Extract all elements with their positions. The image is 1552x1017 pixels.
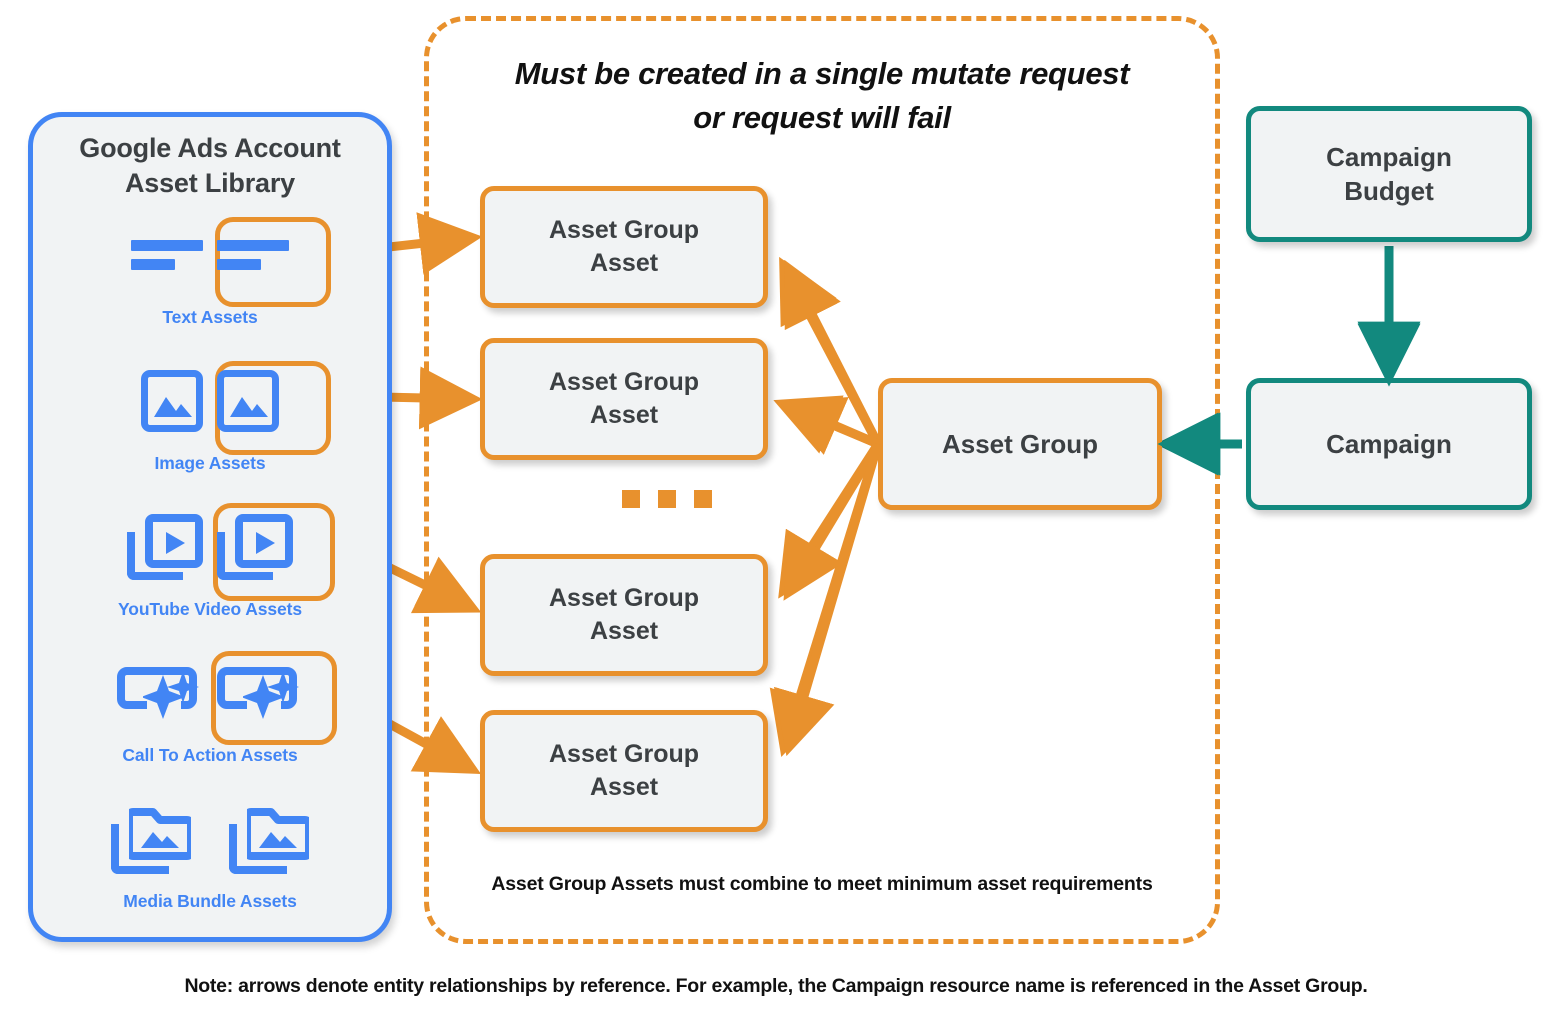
mutate-zone-title-line2: or request will fail xyxy=(693,100,951,136)
aga3-line2: Asset xyxy=(589,617,659,645)
text-asset-icon xyxy=(131,232,203,278)
asset-label-text: Text Assets xyxy=(162,307,258,327)
aga3-line1: Asset Group xyxy=(548,583,700,612)
asset-label-image: Image Assets xyxy=(154,453,266,473)
footer-note: Note: arrows denote entity relationships… xyxy=(184,975,1368,997)
aga1-line2: Asset xyxy=(589,249,659,277)
aga2-line1: Asset Group xyxy=(548,367,700,396)
asset-group-asset-node-2[interactable]: Asset Group Asset xyxy=(480,338,768,460)
mutate-zone-footer: Asset Group Assets must combine to meet … xyxy=(491,873,1153,895)
arrow-assetgroup-to-aga3 xyxy=(778,441,882,599)
mutate-zone-title: Must be created in a single mutate reque… xyxy=(440,52,1204,140)
arrow-assetgroup-to-aga1 xyxy=(779,256,882,447)
image-asset-icon-highlighted xyxy=(217,370,279,432)
aga4-line1: Asset Group xyxy=(548,739,700,768)
ellipsis-indicator xyxy=(622,490,712,510)
asset-row-call-to-action[interactable]: Call To Action Assets xyxy=(33,647,387,766)
arrow-assetgroup-to-aga4 xyxy=(769,442,883,758)
asset-group-asset-node-3[interactable]: Asset Group Asset xyxy=(480,554,768,676)
asset-library-title-line2: Asset Library xyxy=(125,167,295,198)
asset-group-node[interactable]: Asset Group xyxy=(878,378,1162,510)
campaign-budget-line2: Budget xyxy=(1344,176,1434,206)
asset-label-youtube-video: YouTube Video Assets xyxy=(117,599,303,619)
asset-row-youtube-video[interactable]: YouTube Video Assets xyxy=(33,501,387,620)
campaign-node[interactable]: Campaign xyxy=(1246,378,1532,510)
youtube-video-asset-highlight-box xyxy=(213,503,335,601)
call-to-action-asset-icon xyxy=(117,665,203,721)
text-asset-icon-highlighted xyxy=(217,232,289,278)
aga4-line2: Asset xyxy=(589,773,659,801)
asset-row-media-bundle[interactable]: Media Bundle Assets xyxy=(33,793,387,912)
mutate-zone-title-line1: Must be created in a single mutate reque… xyxy=(514,56,1130,91)
asset-library-panel: Google Ads Account Asset Library Text As… xyxy=(28,112,392,942)
asset-group-asset-node-4[interactable]: Asset Group Asset xyxy=(480,710,768,832)
image-asset-icon xyxy=(141,370,203,432)
youtube-video-asset-icon xyxy=(127,514,203,580)
media-bundle-asset-icon-2 xyxy=(229,804,309,874)
campaign-label: Campaign xyxy=(1326,428,1452,459)
call-to-action-highlight-box xyxy=(211,651,337,745)
asset-group-label: Asset Group xyxy=(941,428,1099,459)
youtube-video-asset-icon-highlighted xyxy=(217,514,293,580)
campaign-budget-line1: Campaign xyxy=(1326,141,1452,172)
media-bundle-asset-icon xyxy=(111,804,191,874)
campaign-budget-node[interactable]: Campaign Budget xyxy=(1246,106,1532,242)
asset-library-title: Google Ads Account Asset Library xyxy=(33,131,387,200)
asset-library-title-line1: Google Ads Account xyxy=(79,133,341,163)
asset-label-call-to-action: Call To Action Assets xyxy=(122,745,298,765)
aga2-line2: Asset xyxy=(589,401,659,429)
mutate-request-zone xyxy=(424,16,1220,944)
aga1-line1: Asset Group xyxy=(548,215,700,244)
asset-row-text[interactable]: Text Assets xyxy=(33,209,387,328)
call-to-action-asset-icon-highlighted xyxy=(217,665,303,721)
asset-label-media-bundle: Media Bundle Assets xyxy=(123,891,297,911)
asset-row-image[interactable]: Image Assets xyxy=(33,355,387,474)
asset-group-asset-node-1[interactable]: Asset Group Asset xyxy=(480,186,768,308)
